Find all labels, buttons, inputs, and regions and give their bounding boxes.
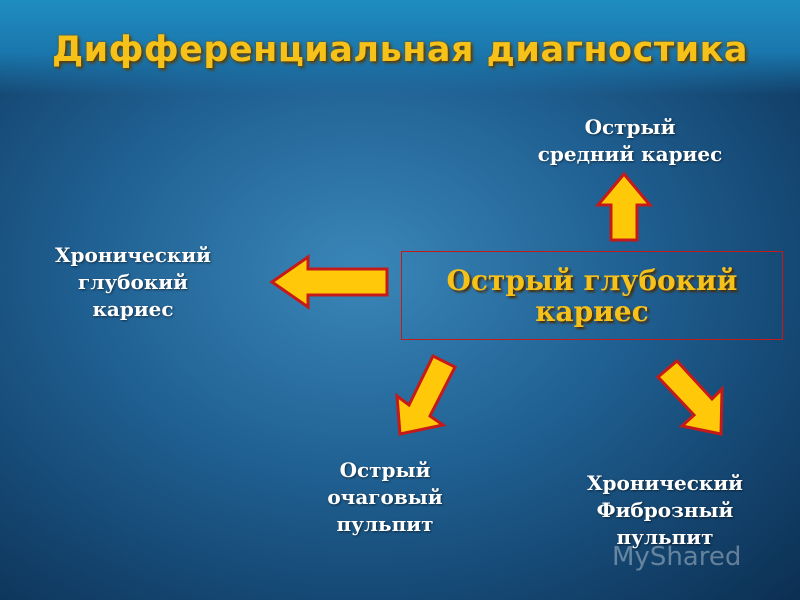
node-line: Острый [339, 458, 431, 482]
watermark: МуShared [612, 542, 742, 572]
node-acute-focal-pulpitis: Острый очаговый пульпит [290, 457, 480, 538]
node-line: пульпит [616, 525, 714, 549]
node-line: Фиброзный [596, 498, 734, 522]
node-line: Хронический [55, 243, 211, 267]
node-line: глубокий [78, 270, 188, 294]
center-diagnosis-box: Острый глубокий кариес [401, 251, 783, 340]
node-acute-medium-caries: Острый средний кариес [520, 114, 740, 168]
node-line: очаговый [327, 485, 443, 509]
center-line: кариес [535, 294, 649, 328]
header-band [0, 0, 800, 95]
node-line: кариес [92, 297, 174, 321]
node-line: Острый [584, 115, 676, 139]
center-line: Острый глубокий [446, 263, 738, 297]
node-line: пульпит [336, 512, 434, 536]
arrow-down-left-icon [395, 353, 458, 436]
slide-title: Дифференциальная диагностика [51, 30, 749, 70]
node-line: Хронический [587, 471, 743, 495]
arrow-left-icon [269, 254, 389, 310]
arrow-down-right-icon [655, 358, 724, 436]
node-chronic-deep-caries: Хронический глубокий кариес [28, 242, 238, 323]
arrow-up-icon [594, 171, 654, 242]
node-chronic-fibrous-pulpitis: Хронический Фиброзный пульпит [560, 470, 770, 551]
node-line: средний кариес [537, 142, 723, 166]
